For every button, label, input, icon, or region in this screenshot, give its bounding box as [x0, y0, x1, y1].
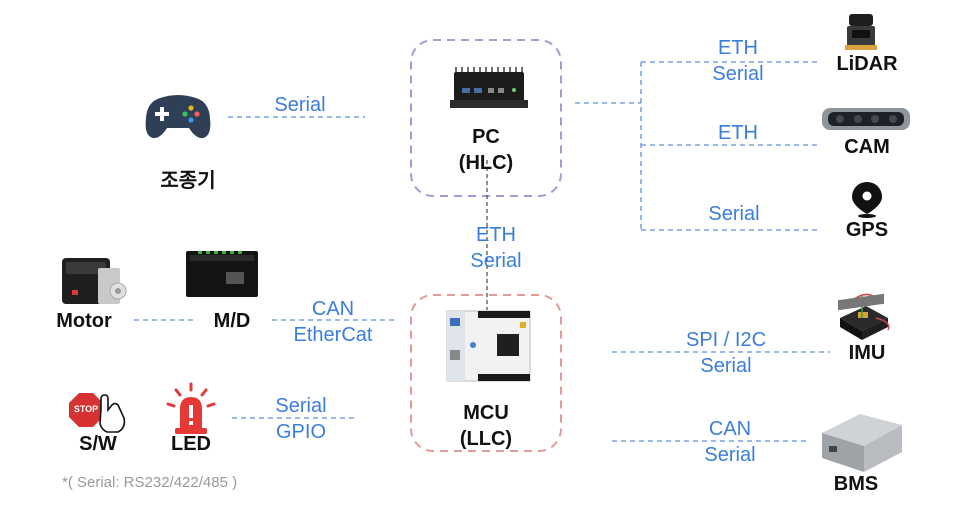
md-label: M/D — [213, 310, 251, 332]
industrial-pc-icon — [450, 67, 528, 108]
bms-label: BMS — [833, 473, 879, 495]
joystick-pc-conn: Serial — [250, 92, 350, 118]
pc-label-line2: (HLC) — [458, 152, 514, 174]
motor-driver-icon — [186, 251, 258, 297]
pc-cam-conn-1: ETH — [718, 122, 758, 144]
mcu-label: MCU (LLC) — [436, 400, 536, 452]
md-mcu-conn-2: EtherCat — [293, 324, 373, 346]
mcu-label-line2: (LLC) — [459, 428, 513, 450]
joystick-pc-conn-1: Serial — [274, 94, 326, 116]
sw-mcu-conn-2: GPIO — [275, 421, 326, 443]
mcu-imu-conn: SPI / I2C Serial — [676, 327, 776, 379]
motor-icon — [62, 258, 127, 304]
mcu-bms-conn-2: Serial — [704, 444, 756, 466]
imu-label: IMU — [848, 342, 886, 364]
mcu-imu-conn-2: Serial — [700, 355, 752, 377]
gamepad-icon — [145, 95, 211, 139]
md-mcu-conn-1: CAN — [311, 298, 355, 320]
pc-lidar-conn-2: Serial — [712, 63, 764, 85]
pc-gps-conn: Serial — [684, 201, 784, 227]
pc-lidar-conn: ETH Serial — [688, 35, 788, 87]
led-beacon-icon — [166, 382, 216, 434]
pc-lidar-conn-1: ETH — [718, 37, 758, 59]
cam-label: CAM — [844, 136, 890, 158]
imu-icon — [840, 293, 890, 340]
mcu-board-icon — [446, 310, 531, 382]
pc-mcu-conn-2: Serial — [470, 250, 522, 272]
stop-button-icon — [69, 393, 126, 433]
pc-label-line1: PC — [472, 126, 500, 148]
pc-mcu-conn-1: ETH — [476, 224, 516, 246]
depth-camera-icon — [822, 108, 910, 130]
mcu-label-line1: MCU — [463, 402, 509, 424]
mcu-bms-conn-1: CAN — [708, 418, 752, 440]
pc-mcu-conn: ETH Serial — [446, 222, 546, 274]
mcu-box — [410, 294, 562, 452]
sw-mcu-conn: Serial GPIO — [251, 393, 351, 445]
stop-sign-text: STOP — [73, 404, 99, 414]
pc-cam-conn: ETH — [688, 120, 788, 146]
joystick-label: 조종기 — [160, 170, 216, 192]
mcu-bms-conn: CAN Serial — [680, 416, 780, 468]
pc-gps-conn-1: Serial — [708, 203, 760, 225]
serial-footnote: *( Serial: RS232/422/485 ) — [62, 474, 238, 491]
motor-label: Motor — [56, 310, 112, 332]
pc-label: PC (HLC) — [436, 124, 536, 176]
lidar-label: LiDAR — [836, 53, 898, 75]
led-label: LED — [171, 433, 211, 455]
sw-mcu-conn-1: Serial — [275, 395, 327, 417]
pc-box — [410, 39, 562, 197]
mcu-imu-conn-1: SPI / I2C — [685, 329, 767, 351]
lidar-icon — [845, 14, 877, 50]
gps-label: GPS — [845, 219, 889, 241]
bms-icon — [822, 293, 902, 472]
gps-pin-icon — [852, 182, 882, 218]
sw-label: S/W — [79, 433, 117, 455]
md-mcu-conn: CAN EtherCat — [283, 296, 383, 348]
